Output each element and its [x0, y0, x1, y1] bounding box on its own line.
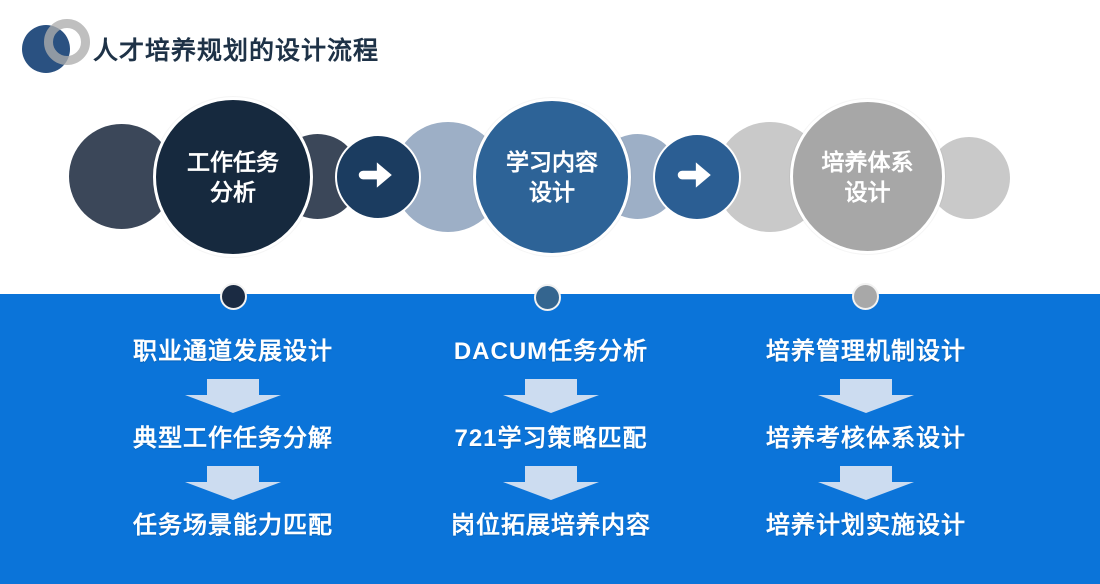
right-arrow-icon [674, 152, 720, 203]
step-label: 任务场景能力匹配 [133, 512, 333, 539]
step-label: 培养管理机制设计 [766, 338, 966, 365]
logo-icon [20, 16, 92, 78]
down-arrow-icon [185, 379, 281, 413]
step-label: 职业通道发展设计 [133, 338, 333, 365]
step-label: DACUM任务分析 [453, 338, 649, 365]
stage-circle-learning-content-design: 学习内容 设计 [473, 98, 631, 256]
stage-label-line1: 培养体系 [821, 148, 914, 175]
down-arrow-icon [818, 379, 914, 413]
down-arrow-icon [818, 466, 914, 500]
stage-label-line2: 设计 [529, 179, 575, 205]
step-label: 培养考核体系设计 [766, 425, 966, 452]
step-column-3: 培养管理机制设计 培养考核体系设计 培养计划实施设计 [701, 294, 1031, 584]
right-arrow-icon [355, 152, 401, 203]
flow-arrow-1 [335, 134, 421, 220]
step-label: 培养计划实施设计 [766, 512, 966, 539]
stage-label-line1: 学习内容 [506, 149, 598, 175]
connector-dot-1 [220, 283, 247, 310]
stage-circle-work-task-analysis: 工作任务 分析 [153, 97, 313, 257]
detail-band: 职业通道发展设计 典型工作任务分解 任务场景能力匹配 DACUM任务分析 721… [0, 294, 1100, 584]
step-column-2: DACUM任务分析 721学习策略匹配 岗位拓展培养内容 [386, 294, 716, 584]
step-label: 岗位拓展培养内容 [451, 512, 651, 539]
page-title: 人才培养规划的设计流程 [93, 37, 380, 65]
step-label: 721学习策略匹配 [454, 425, 648, 452]
connector-dot-2 [534, 284, 561, 311]
connector-dot-3 [852, 283, 879, 310]
step-label: 典型工作任务分解 [133, 425, 333, 452]
logo-ring-icon [44, 19, 90, 65]
down-arrow-icon [185, 466, 281, 500]
stage-circle-training-system-design: 培养体系 设计 [790, 99, 945, 254]
stage-label-line1: 工作任务 [187, 149, 279, 175]
down-arrow-icon [503, 466, 599, 500]
flow-arrow-2 [653, 133, 741, 221]
step-column-1: 职业通道发展设计 典型工作任务分解 任务场景能力匹配 [68, 294, 398, 584]
stage-label-line2: 分析 [210, 179, 256, 205]
stage-label-line2: 设计 [844, 178, 891, 205]
down-arrow-icon [503, 379, 599, 413]
